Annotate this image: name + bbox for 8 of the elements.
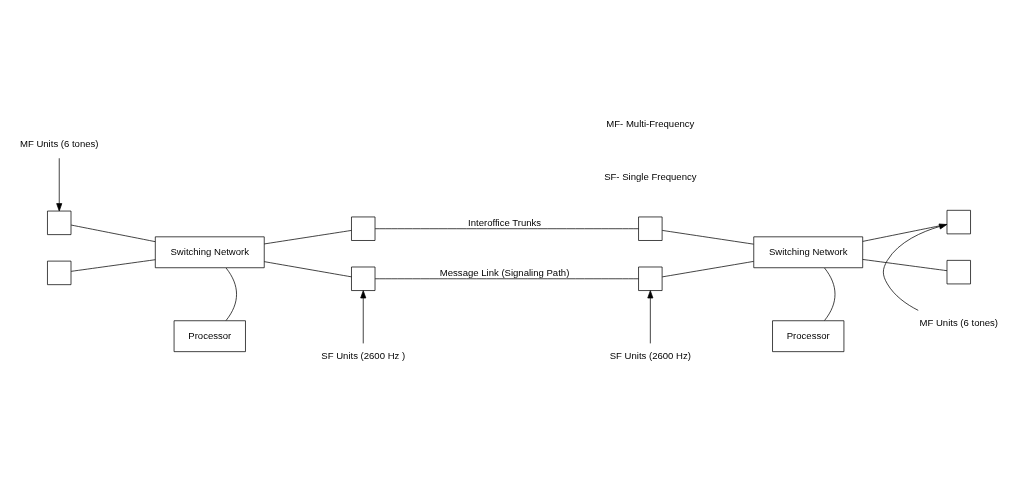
node-text: SF Units (2600 Hz) <box>609 349 691 361</box>
label: SF- Single Frequency <box>604 170 697 182</box>
edge-label: Interoffice Trunks <box>468 216 542 228</box>
label: MF- Multi-Frequency <box>606 117 695 129</box>
node-text: MF Units (6 tones) <box>919 316 999 328</box>
node-text: SF Units (2600 Hz ) <box>321 349 406 361</box>
node-text: MF Units (6 tones) <box>19 137 99 149</box>
edge-label: Message Link (Signaling Path) <box>439 266 570 278</box>
